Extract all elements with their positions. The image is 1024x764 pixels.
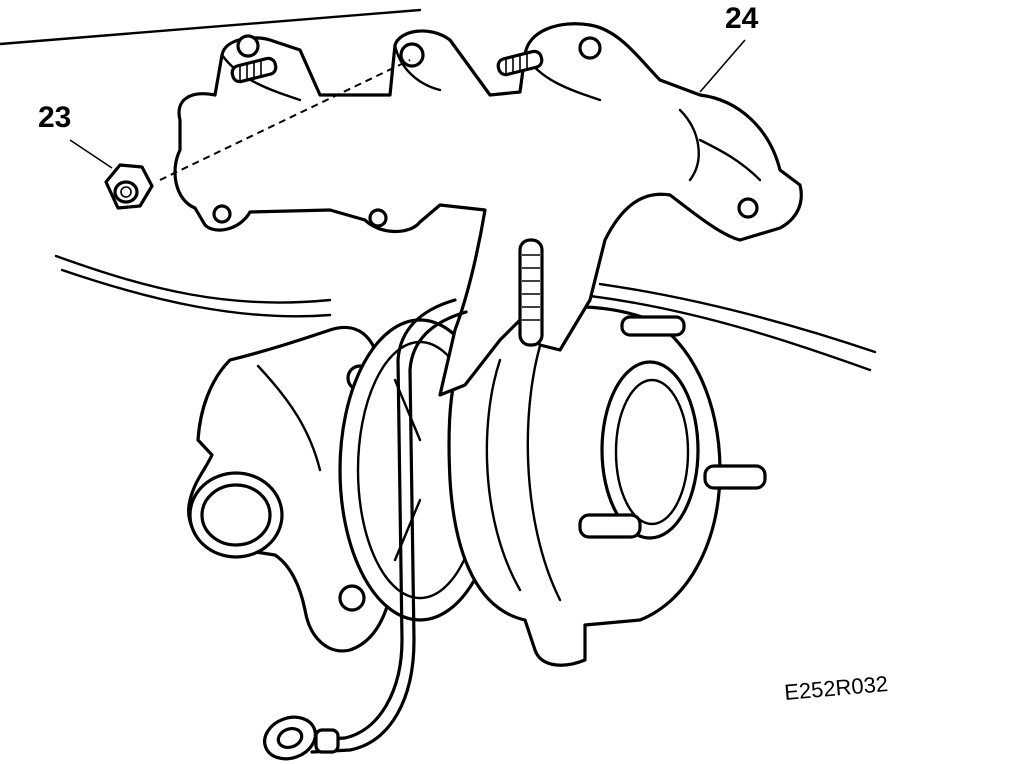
manifold-stud-hole (236, 34, 260, 58)
callout-23-label: 23 (38, 101, 71, 134)
manifold-stud-hole (212, 204, 232, 224)
manifold-stud-hole (737, 197, 759, 219)
assembly-line (159, 59, 411, 181)
turbine-outlet (600, 360, 700, 540)
manifold-stud (230, 56, 278, 84)
callout-23-leader (69, 139, 113, 169)
manifold-stud (496, 49, 544, 77)
callout-24-label: 24 (725, 2, 759, 35)
nut (104, 163, 154, 210)
exhaust-manifold (173, 22, 803, 397)
callout-24-leader (699, 39, 746, 93)
manifold-stud-hole (578, 36, 602, 60)
return-line (263, 298, 468, 761)
manifold-stud-hole (368, 208, 388, 228)
oil-feed-pipe (518, 238, 544, 347)
flange-stud (578, 513, 642, 539)
housing-bolt (338, 584, 366, 612)
figure-code: E252R032 (783, 671, 889, 705)
manifold-stud-hole (399, 42, 425, 68)
flange-stud (620, 315, 686, 337)
turbine-housing (447, 305, 767, 667)
flange-stud (703, 464, 767, 490)
background-outline (0, 8, 877, 372)
